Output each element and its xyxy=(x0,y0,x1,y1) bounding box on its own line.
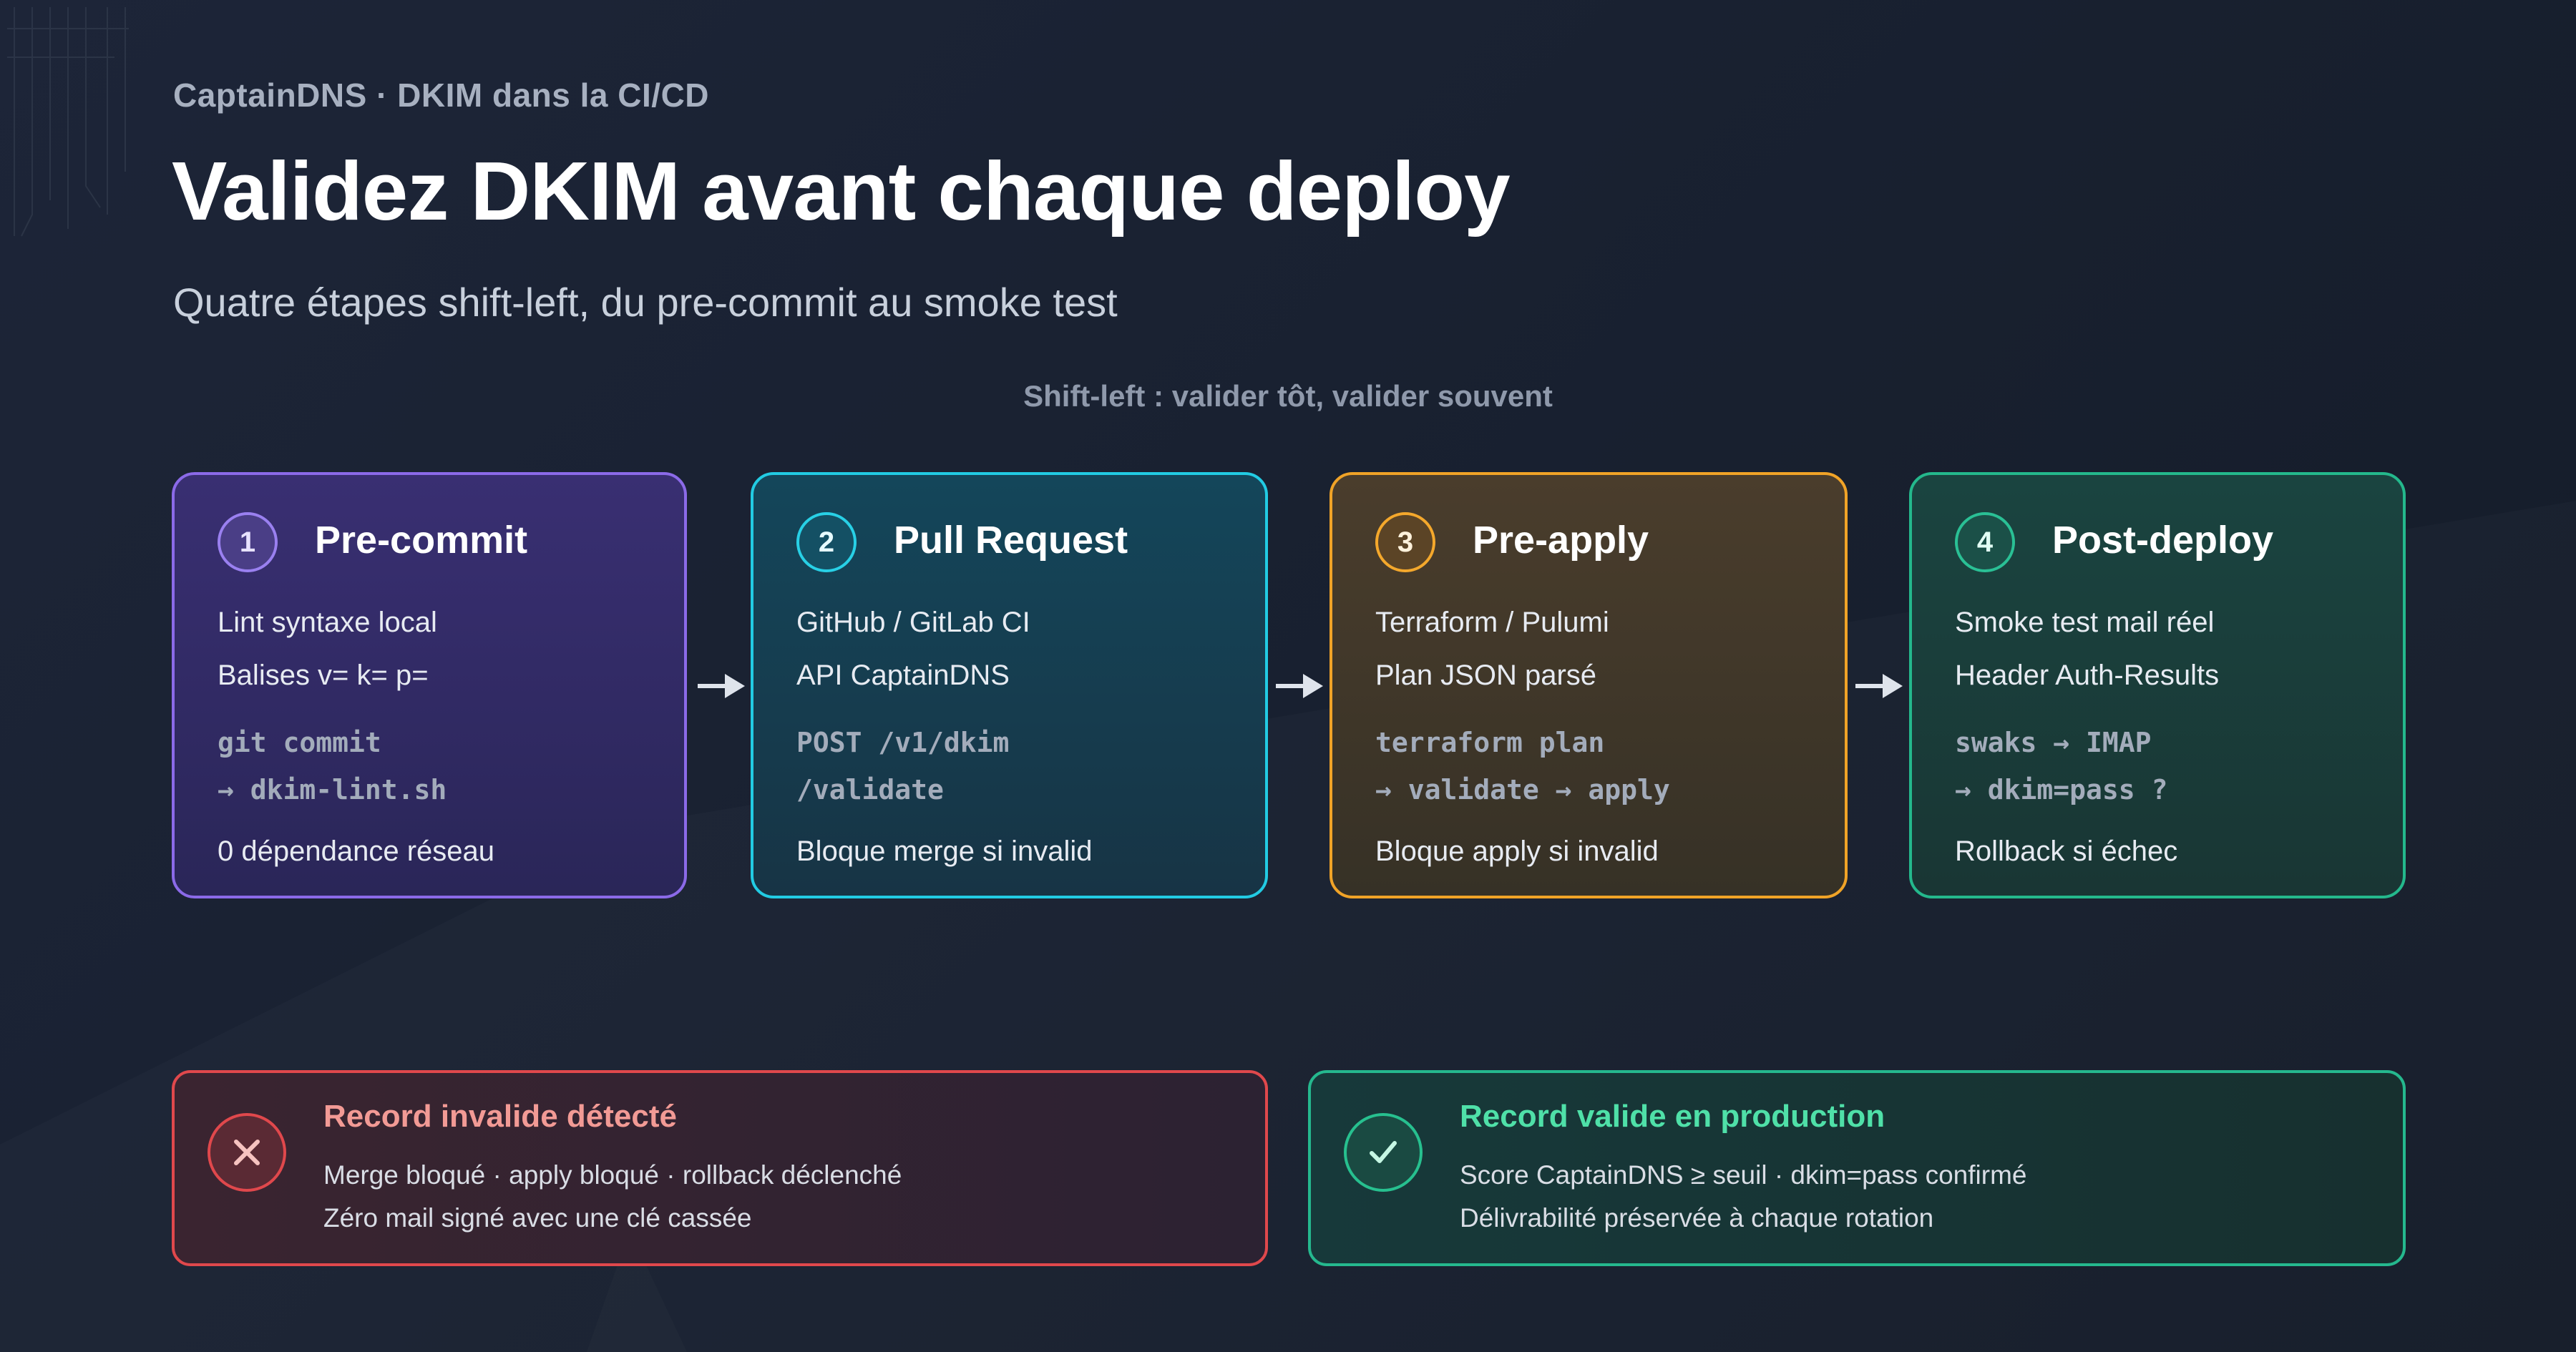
step-result-line: Rollback si échec xyxy=(1955,836,2178,867)
success-title: Record valide en production xyxy=(1460,1099,1885,1134)
step-description-line: Plan JSON parsé xyxy=(1375,660,1597,691)
step-title: Pull Request xyxy=(894,519,1128,562)
step-card-pull-request: 2 Pull Request GitHub / GitLab CI API Ca… xyxy=(751,472,1268,898)
success-detail-line: Score CaptainDNS ≥ seuil · dkim=pass con… xyxy=(1460,1160,2027,1190)
success-outcome-panel: Record valide en production Score Captai… xyxy=(1308,1070,2406,1266)
pipeline-tagline: Shift-left : valider tôt, valider souven… xyxy=(1023,379,1553,413)
step-title: Pre-apply xyxy=(1473,519,1649,562)
step-title: Post-deploy xyxy=(2052,519,2274,562)
arrow-right-icon xyxy=(1855,674,1903,698)
step-title: Pre-commit xyxy=(315,519,528,562)
page-title: Validez DKIM avant chaque deploy xyxy=(172,144,1511,237)
step-description-line: API CaptainDNS xyxy=(796,660,1010,691)
success-detail-line: Délivrabilité préservée à chaque rotatio… xyxy=(1460,1203,1934,1233)
arrow-right-icon xyxy=(1276,674,1323,698)
step-code-line: swaks → IMAP xyxy=(1955,727,2152,758)
step-description-line: Smoke test mail réel xyxy=(1955,607,2215,638)
step-card-post-deploy: 4 Post-deploy Smoke test mail réel Heade… xyxy=(1909,472,2406,898)
step-code-line: terraform plan xyxy=(1375,727,1605,758)
step-result-line: 0 dépendance réseau xyxy=(218,836,494,867)
step-code-line: git commit xyxy=(218,727,381,758)
failure-detail-line: Zéro mail signé avec une clé cassée xyxy=(323,1203,752,1233)
page-subtitle: Quatre étapes shift-left, du pre-commit … xyxy=(173,280,1118,325)
brand-label: CaptainDNS · DKIM dans la CI/CD xyxy=(173,77,710,114)
step-number-badge: 4 xyxy=(1955,512,2015,572)
step-description-line: GitHub / GitLab CI xyxy=(796,607,1030,638)
step-code-line: POST /v1/dkim xyxy=(796,727,1010,758)
step-code-line: → dkim=pass ? xyxy=(1955,774,2168,805)
check-icon xyxy=(1344,1113,1423,1192)
step-number-badge: 2 xyxy=(796,512,857,572)
step-code-line: → validate → apply xyxy=(1375,774,1670,805)
x-icon xyxy=(208,1113,286,1192)
step-code-line: /validate xyxy=(796,774,944,805)
step-code-line: → dkim-lint.sh xyxy=(218,774,447,805)
failure-detail-line: Merge bloqué · apply bloqué · rollback d… xyxy=(323,1160,902,1190)
step-card-pre-commit: 1 Pre-commit Lint syntaxe local Balises … xyxy=(172,472,687,898)
step-card-pre-apply: 3 Pre-apply Terraform / Pulumi Plan JSON… xyxy=(1330,472,1848,898)
step-description-line: Lint syntaxe local xyxy=(218,607,437,638)
step-result-line: Bloque merge si invalid xyxy=(796,836,1093,867)
step-description-line: Balises v= k= p= xyxy=(218,660,429,691)
step-result-line: Bloque apply si invalid xyxy=(1375,836,1659,867)
step-number-badge: 3 xyxy=(1375,512,1435,572)
failure-title: Record invalide détecté xyxy=(323,1099,677,1134)
step-number-badge: 1 xyxy=(218,512,278,572)
step-description-line: Terraform / Pulumi xyxy=(1375,607,1609,638)
arrow-right-icon xyxy=(698,674,745,698)
step-description-line: Header Auth-Results xyxy=(1955,660,2220,691)
failure-outcome-panel: Record invalide détecté Merge bloqué · a… xyxy=(172,1070,1268,1266)
